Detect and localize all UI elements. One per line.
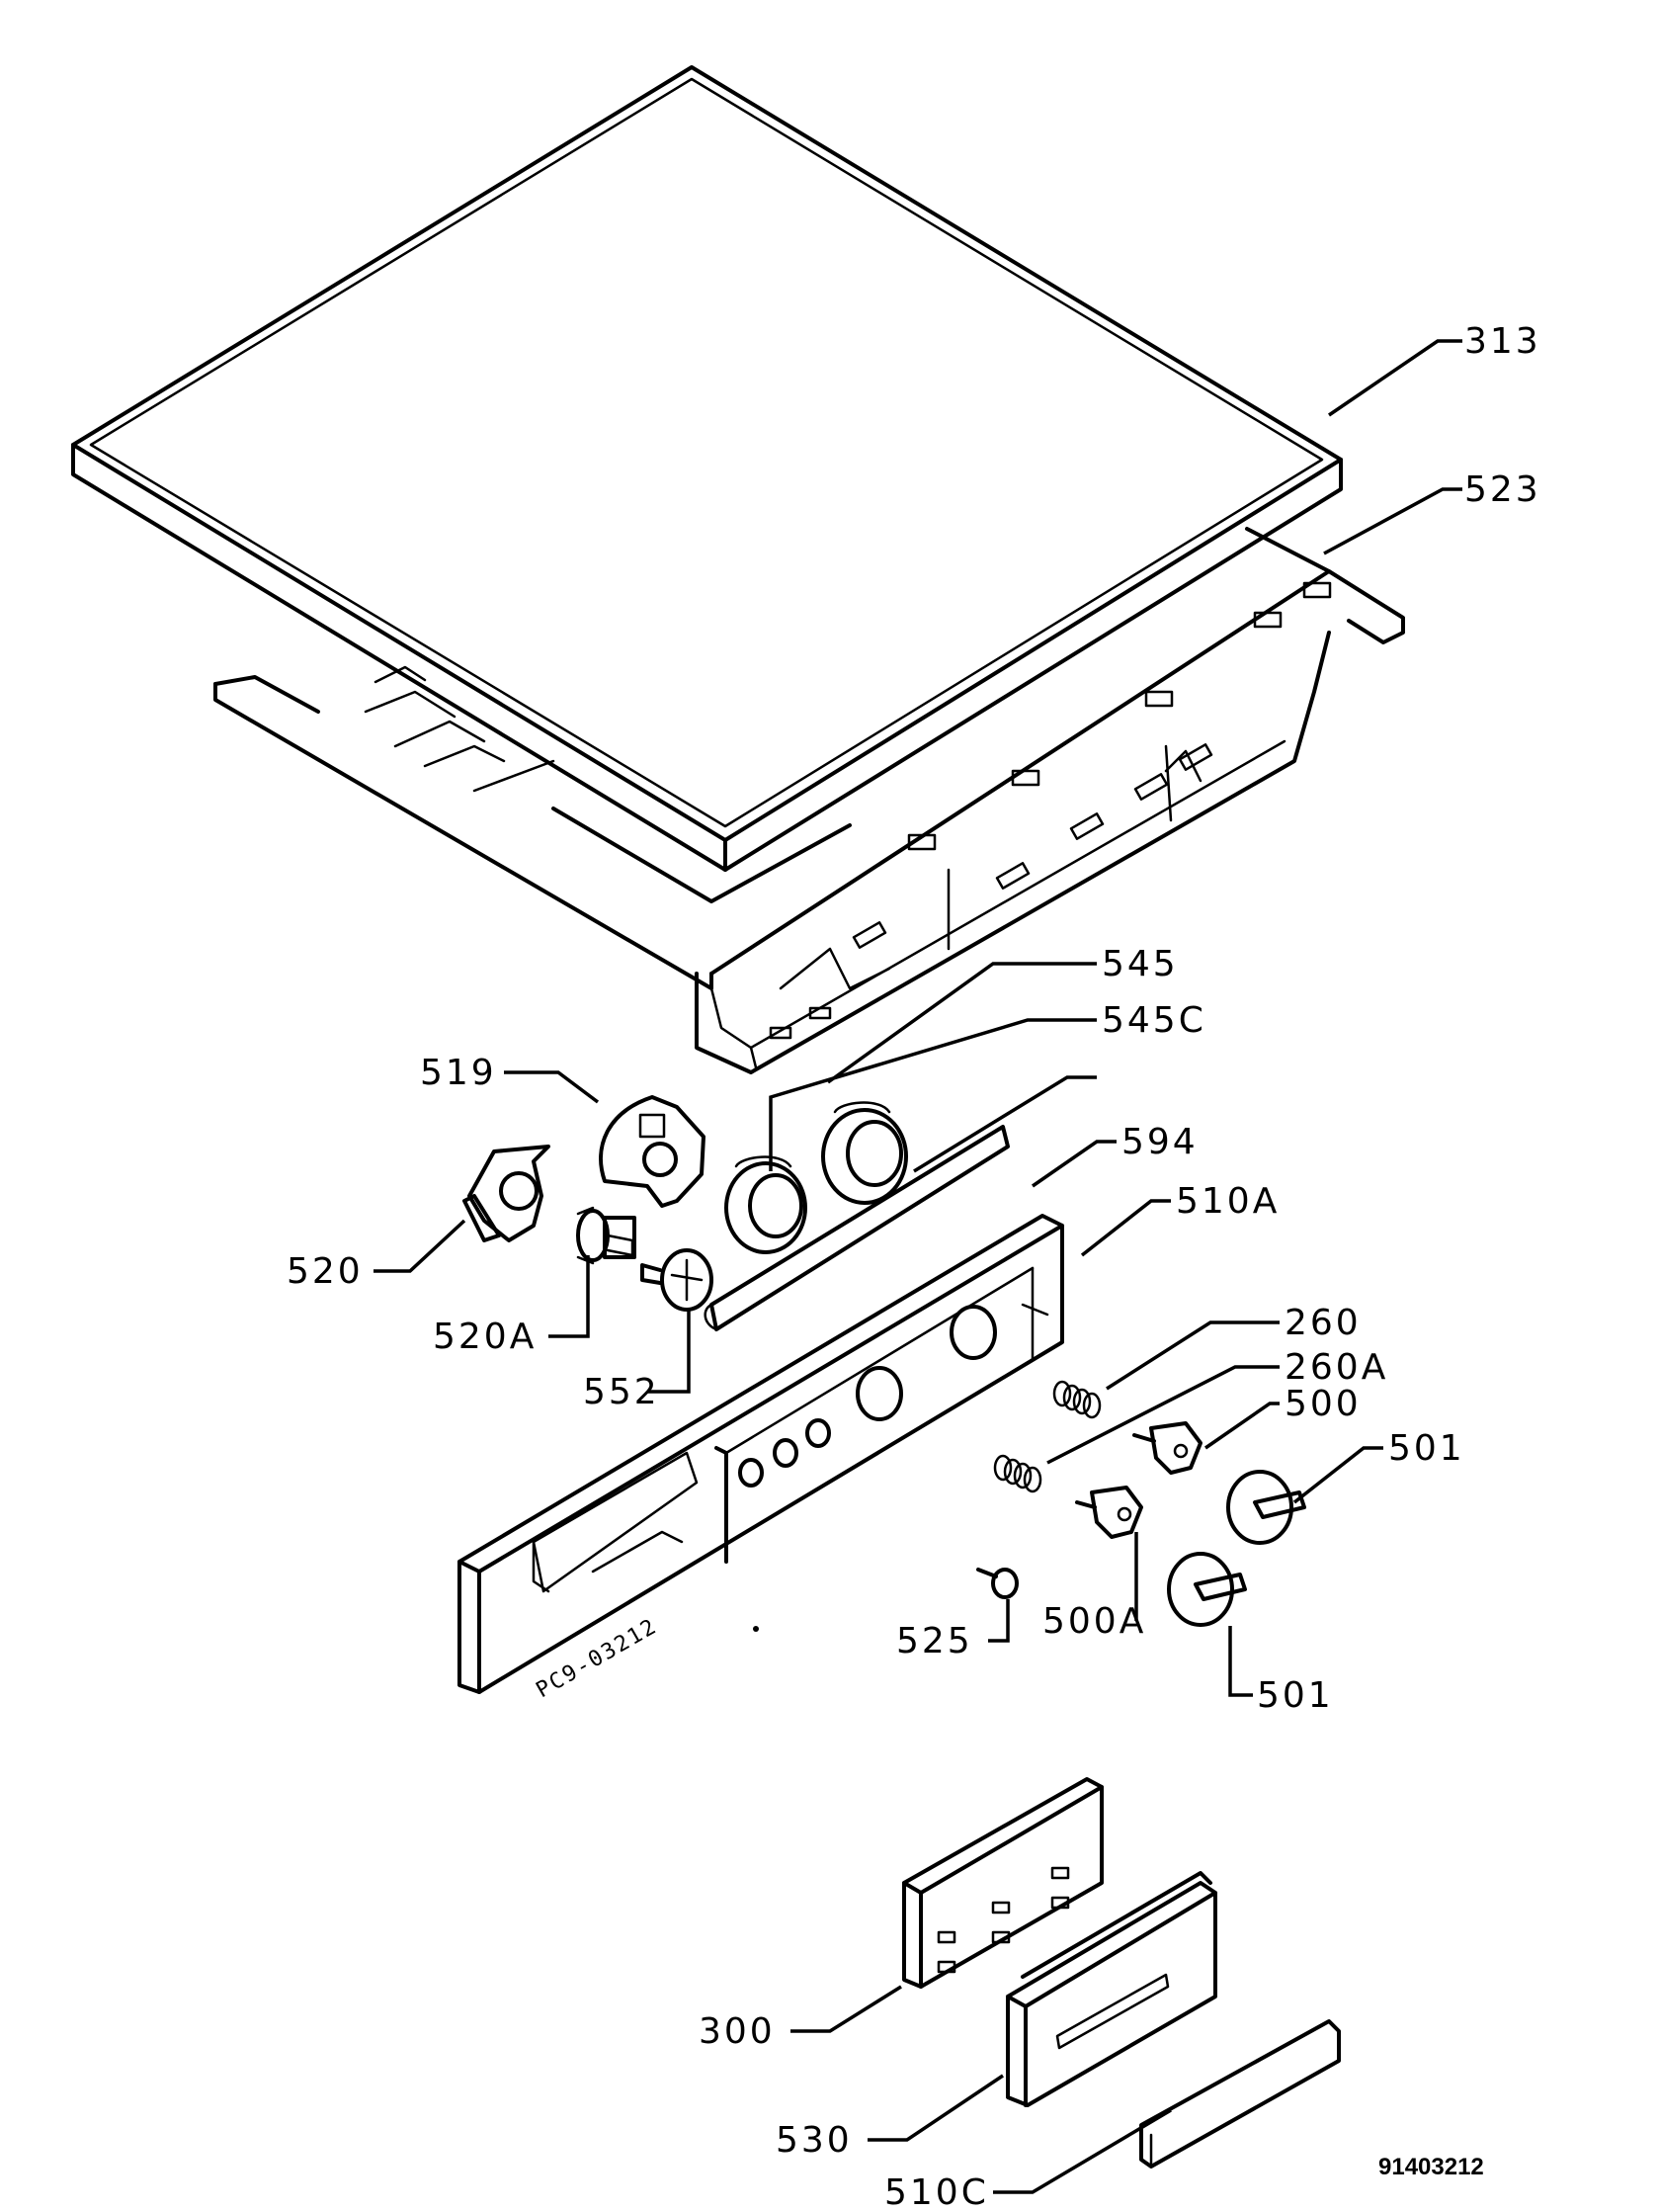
knob-501-lower	[1167, 1552, 1247, 1627]
callout-523: 523	[1464, 469, 1541, 510]
selector-switch-520	[462, 1145, 550, 1242]
knob-insert-552	[640, 1248, 713, 1312]
callout-510a: 510A	[1176, 1181, 1280, 1222]
screw-525	[976, 1568, 1019, 1599]
callout-594: 594	[1121, 1122, 1199, 1162]
callout-525: 525	[896, 1621, 973, 1661]
callout-500: 500	[1285, 1384, 1362, 1424]
drawing-number: 91403212	[1378, 2154, 1484, 2180]
knob-545c	[821, 1101, 908, 1205]
callout-260: 260	[1285, 1303, 1362, 1343]
knob-bracket-519	[599, 1095, 705, 1208]
worktop-lid-313	[71, 65, 1343, 872]
callout-labels: 313 523 545 545C 519 594 510A 520 520A 2…	[287, 321, 1541, 2212]
callout-313: 313	[1464, 321, 1541, 362]
stray-dot	[753, 1626, 759, 1632]
window-strip-594	[704, 1125, 1010, 1331]
label-insert-510c	[1139, 2019, 1341, 2169]
knob-545	[724, 1155, 807, 1254]
callout-520a: 520A	[433, 1317, 537, 1357]
callout-510c: 510C	[884, 2172, 989, 2212]
control-panel-510a	[457, 1214, 1064, 1694]
knob-501-upper	[1226, 1470, 1306, 1545]
callout-500a: 500A	[1042, 1601, 1146, 1642]
callout-501-upper: 501	[1388, 1428, 1465, 1469]
selector-insert-500	[1132, 1421, 1203, 1475]
callout-519: 519	[420, 1053, 497, 1093]
callout-260a: 260A	[1285, 1347, 1388, 1388]
gear-520a	[576, 1206, 636, 1265]
callout-545c: 545C	[1102, 1000, 1206, 1041]
spring-260	[1052, 1380, 1102, 1419]
callout-300: 300	[699, 2011, 776, 2052]
callout-501-lower: 501	[1257, 1675, 1334, 1716]
spring-260a	[993, 1454, 1042, 1493]
leader-lines	[373, 339, 1462, 2194]
callout-552: 552	[583, 1372, 660, 1412]
top-frame-523	[213, 527, 1405, 1074]
callout-530: 530	[776, 2120, 853, 2161]
selector-insert-500a	[1075, 1486, 1143, 1539]
callout-545: 545	[1102, 944, 1179, 984]
detergent-holder-300	[902, 1777, 1104, 1989]
drawer-front-530	[1006, 1871, 1217, 2107]
callout-520: 520	[287, 1251, 364, 1292]
